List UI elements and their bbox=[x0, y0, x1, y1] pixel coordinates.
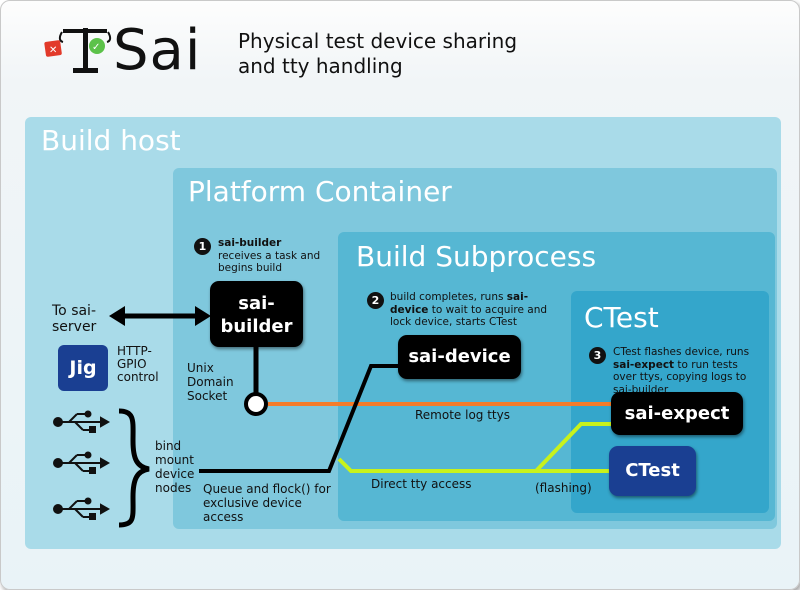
direct-tty-label: Direct tty access bbox=[371, 477, 472, 491]
step-2-bold: sai-device bbox=[390, 291, 529, 316]
step-1-badge: 1 bbox=[194, 238, 211, 255]
step-2-post: to wait to acquire and lock device, star… bbox=[390, 303, 548, 329]
bind-mount-label: bind mount device nodes bbox=[155, 439, 195, 495]
step-2-badge: 2 bbox=[367, 292, 384, 309]
step-2-text: build completes, runs sai-device to wait… bbox=[390, 291, 560, 329]
sai-device-node[interactable]: sai-device bbox=[398, 335, 521, 379]
to-sai-server-label: To sai- server bbox=[52, 303, 97, 335]
step-2-pre: build completes, runs bbox=[390, 291, 507, 303]
sai-expect-node[interactable]: sai-expect bbox=[611, 392, 743, 435]
step-1-text: sai-builder receives a task and begins b… bbox=[218, 237, 328, 275]
sai-builder-node[interactable]: sai- builder bbox=[210, 281, 303, 347]
remote-log-label: Remote log ttys bbox=[415, 408, 510, 422]
step-1-rest: receives a task and begins build bbox=[218, 249, 321, 275]
page-subtitle: Physical test device sharing and tty han… bbox=[238, 29, 518, 78]
build-host-title: Build host bbox=[41, 124, 181, 157]
queue-flock-label: Queue and flock() for exclusive device a… bbox=[203, 482, 331, 524]
svg-text:✓: ✓ bbox=[92, 42, 100, 53]
step-1-bold: sai-builder bbox=[218, 237, 282, 249]
step-3-badge: 3 bbox=[589, 347, 606, 364]
ctest-node[interactable]: CTest bbox=[609, 446, 696, 496]
logo-text: Sai bbox=[113, 18, 202, 83]
unix-socket-label: Unix Domain Socket bbox=[187, 361, 234, 403]
ctest-box-title: CTest bbox=[584, 301, 659, 334]
jig-node[interactable]: Jig bbox=[58, 345, 108, 391]
step-3-bold: sai-expect bbox=[613, 358, 675, 371]
http-gpio-label: HTTP- GPIO control bbox=[117, 344, 159, 384]
step-3-pre: CTest flashes device, runs bbox=[613, 346, 750, 358]
build-subprocess-title: Build Subprocess bbox=[356, 240, 597, 273]
flashing-label: (flashing) bbox=[535, 481, 592, 495]
step-3-text: CTest flashes device, runs sai-expect to… bbox=[613, 346, 763, 396]
platform-container-title: Platform Container bbox=[188, 175, 452, 208]
svg-text:✕: ✕ bbox=[49, 45, 57, 56]
